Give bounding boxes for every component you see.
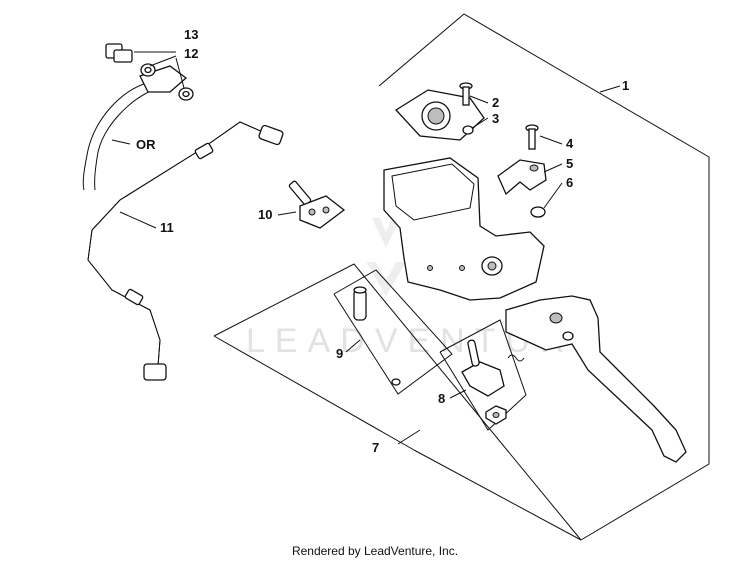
callout-4: 4 bbox=[566, 136, 574, 151]
brake-line-11 bbox=[87, 121, 284, 381]
screw-4 bbox=[525, 124, 539, 150]
callout-or: OR bbox=[136, 137, 156, 152]
callout-6: 6 bbox=[566, 175, 573, 190]
reservoir-cap-3 bbox=[394, 89, 485, 141]
spring-8 bbox=[507, 354, 525, 362]
lever-group-outline-7 bbox=[213, 263, 582, 541]
spring-pivot-outline-8 bbox=[439, 319, 527, 431]
fitting-10 bbox=[288, 180, 346, 229]
callout-5: 5 bbox=[566, 156, 573, 171]
master-cylinder-body bbox=[383, 157, 545, 301]
rendered-by-caption: Rendered by LeadVenture, Inc. bbox=[291, 544, 459, 558]
screw-2 bbox=[459, 82, 473, 106]
assembly-outline-1 bbox=[378, 13, 710, 541]
banjo-bolt-13 bbox=[105, 43, 133, 63]
callout-8: 8 bbox=[438, 391, 445, 406]
washer-12a bbox=[140, 63, 156, 77]
callout-10: 10 bbox=[258, 207, 272, 222]
brake-lever bbox=[505, 295, 687, 463]
pivot-pin bbox=[353, 286, 367, 321]
callouts: 1 2 3 4 5 6 7 8 9 10 11 12 13 OR bbox=[136, 27, 629, 455]
pivot-block-8 bbox=[461, 339, 505, 397]
callout-7: 7 bbox=[372, 440, 379, 455]
callout-2: 2 bbox=[492, 95, 499, 110]
callout-1: 1 bbox=[622, 78, 629, 93]
callout-3: 3 bbox=[492, 111, 499, 126]
washer-6 bbox=[530, 206, 546, 218]
clip-9 bbox=[391, 378, 401, 386]
pin-outline-9 bbox=[333, 269, 453, 395]
nut-8 bbox=[485, 405, 507, 425]
callout-9: 9 bbox=[336, 346, 343, 361]
callout-12: 12 bbox=[184, 46, 198, 61]
callout-13: 13 bbox=[184, 27, 198, 42]
leader-lines bbox=[111, 51, 621, 445]
callout-11: 11 bbox=[160, 220, 174, 235]
clamp-5 bbox=[497, 159, 547, 196]
washer-12b bbox=[178, 87, 194, 101]
alternate-hose bbox=[82, 65, 188, 191]
